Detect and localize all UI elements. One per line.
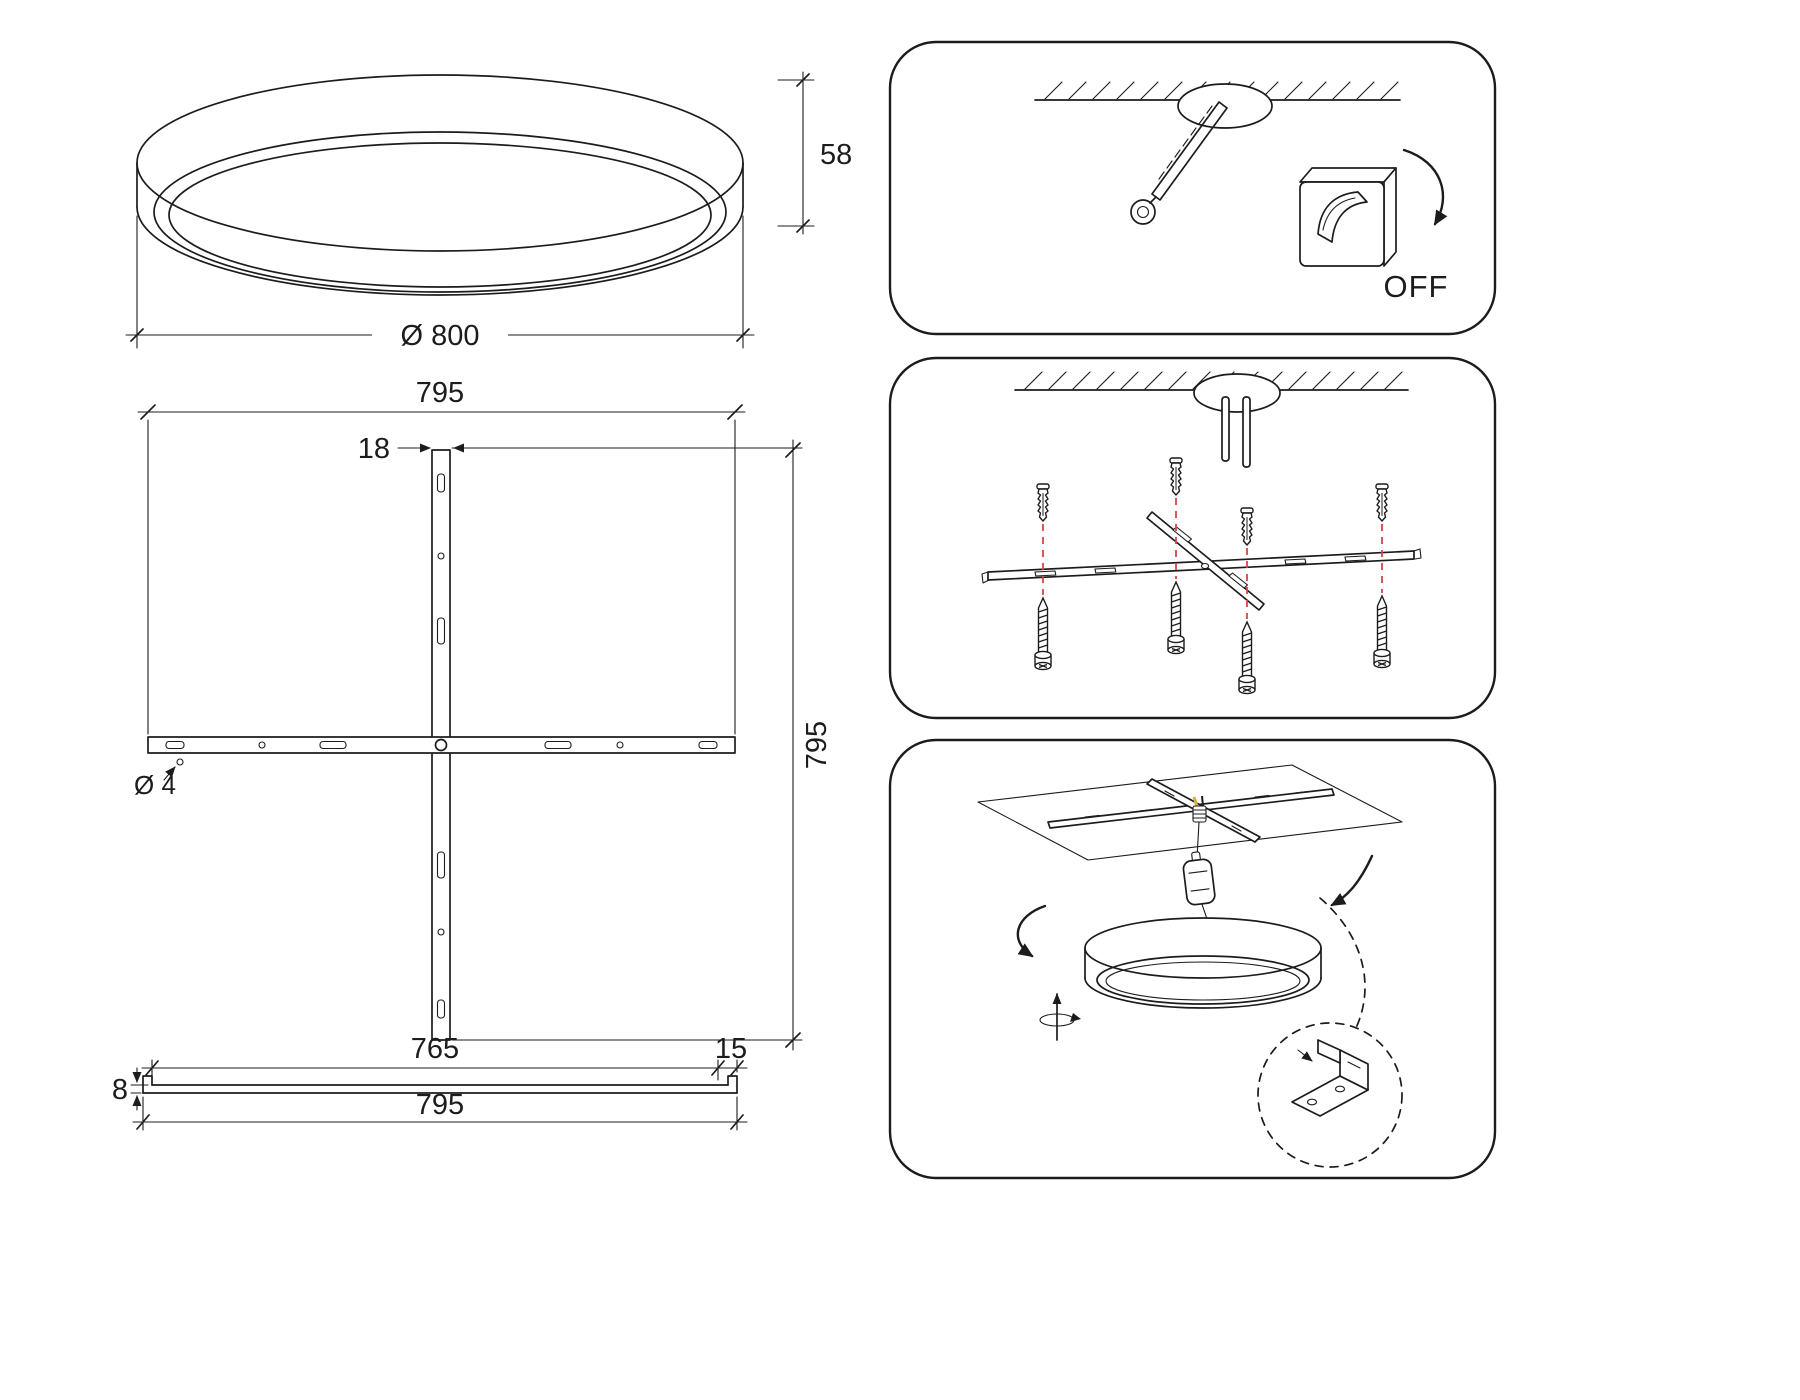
wire-connector xyxy=(1192,795,1207,859)
wall-plug-icon xyxy=(1169,457,1183,496)
dim-label-thickness: 8 xyxy=(112,1074,128,1106)
wall-plug-icon xyxy=(1240,507,1254,546)
drill-tool-icon xyxy=(1130,101,1228,225)
mounting-clip-icon xyxy=(1291,1039,1369,1117)
step-3-border xyxy=(888,738,1497,1180)
dimension-plan-length-795: 795 xyxy=(137,377,746,420)
dimension-plan-height-795: 795 xyxy=(785,439,833,1051)
wall-plug-icon xyxy=(1375,483,1389,522)
driver-box xyxy=(1182,851,1216,918)
screw-icon xyxy=(1167,581,1185,655)
wall-plug-icon xyxy=(1036,483,1050,522)
dim-label-bar-width: 18 xyxy=(358,433,390,465)
ceiling-hole-2 xyxy=(1193,373,1281,413)
bracket-plan-view: 795 18 795 Ø 4 xyxy=(134,377,833,1051)
rotate-axis-arrow xyxy=(1039,993,1081,1041)
step-2-border xyxy=(888,356,1497,720)
dim-label-hole: Ø 4 xyxy=(134,770,176,800)
power-switch-icon xyxy=(1299,167,1397,267)
dimension-bar-width-18: 18 xyxy=(358,433,485,465)
screw-icon xyxy=(1034,597,1052,671)
profile-right-tab xyxy=(727,1075,738,1094)
dim-label-height: 58 xyxy=(820,139,852,171)
screw-icon xyxy=(1373,595,1391,669)
lamp-inner-rim xyxy=(153,131,727,293)
dim-label-total-length: 795 xyxy=(416,1089,464,1121)
dimension-profile-765-15: 765 15 xyxy=(141,1033,748,1081)
dimension-diameter-800: Ø 800 xyxy=(125,215,755,354)
step-1-panel: OFF xyxy=(888,40,1497,336)
dimension-thickness-8: 8 xyxy=(112,1067,149,1111)
detail-link-dashed xyxy=(1319,897,1366,1029)
mounting-bracket-cross xyxy=(981,511,1422,611)
ceiling-wires xyxy=(1221,396,1251,468)
attach-arrow xyxy=(1330,854,1374,907)
switch-off-arrow xyxy=(1402,148,1448,226)
lamp-diffuser xyxy=(168,142,712,288)
ceiling-plane xyxy=(977,764,1403,861)
lamp-dimension-view: 58 Ø 800 xyxy=(125,71,852,354)
dim-label-inner-length: 765 xyxy=(411,1033,459,1065)
callout-hole-4: Ø 4 xyxy=(134,758,184,800)
step-3-panel xyxy=(888,738,1497,1180)
lamp-outer-rim xyxy=(136,74,744,252)
screw-icon xyxy=(1238,621,1256,695)
bracket-center-hole xyxy=(434,738,448,752)
dim-label-plan-height: 795 xyxy=(801,721,833,769)
step-1-border xyxy=(888,40,1497,336)
dim-label-plan-length: 795 xyxy=(416,377,464,409)
off-label: OFF xyxy=(1384,269,1449,304)
dimension-profile-795: 795 xyxy=(132,1089,748,1131)
dimension-height-58: 58 xyxy=(777,71,852,235)
lamp-body xyxy=(1084,917,1322,1009)
alignment-guides xyxy=(1042,498,1383,619)
detail-balloon xyxy=(1257,1022,1403,1168)
dim-label-diameter: Ø 800 xyxy=(401,320,480,352)
bracket-profile-view: 765 15 8 795 xyxy=(112,1033,748,1131)
switch-rocker xyxy=(1317,191,1368,243)
step-2-panel xyxy=(888,356,1497,720)
dim-label-end-tab: 15 xyxy=(715,1033,747,1065)
ceiling-hatch-2 xyxy=(1014,371,1409,413)
rotate-arrow-left xyxy=(1016,904,1047,958)
lamp-bottom-edge xyxy=(136,206,744,296)
